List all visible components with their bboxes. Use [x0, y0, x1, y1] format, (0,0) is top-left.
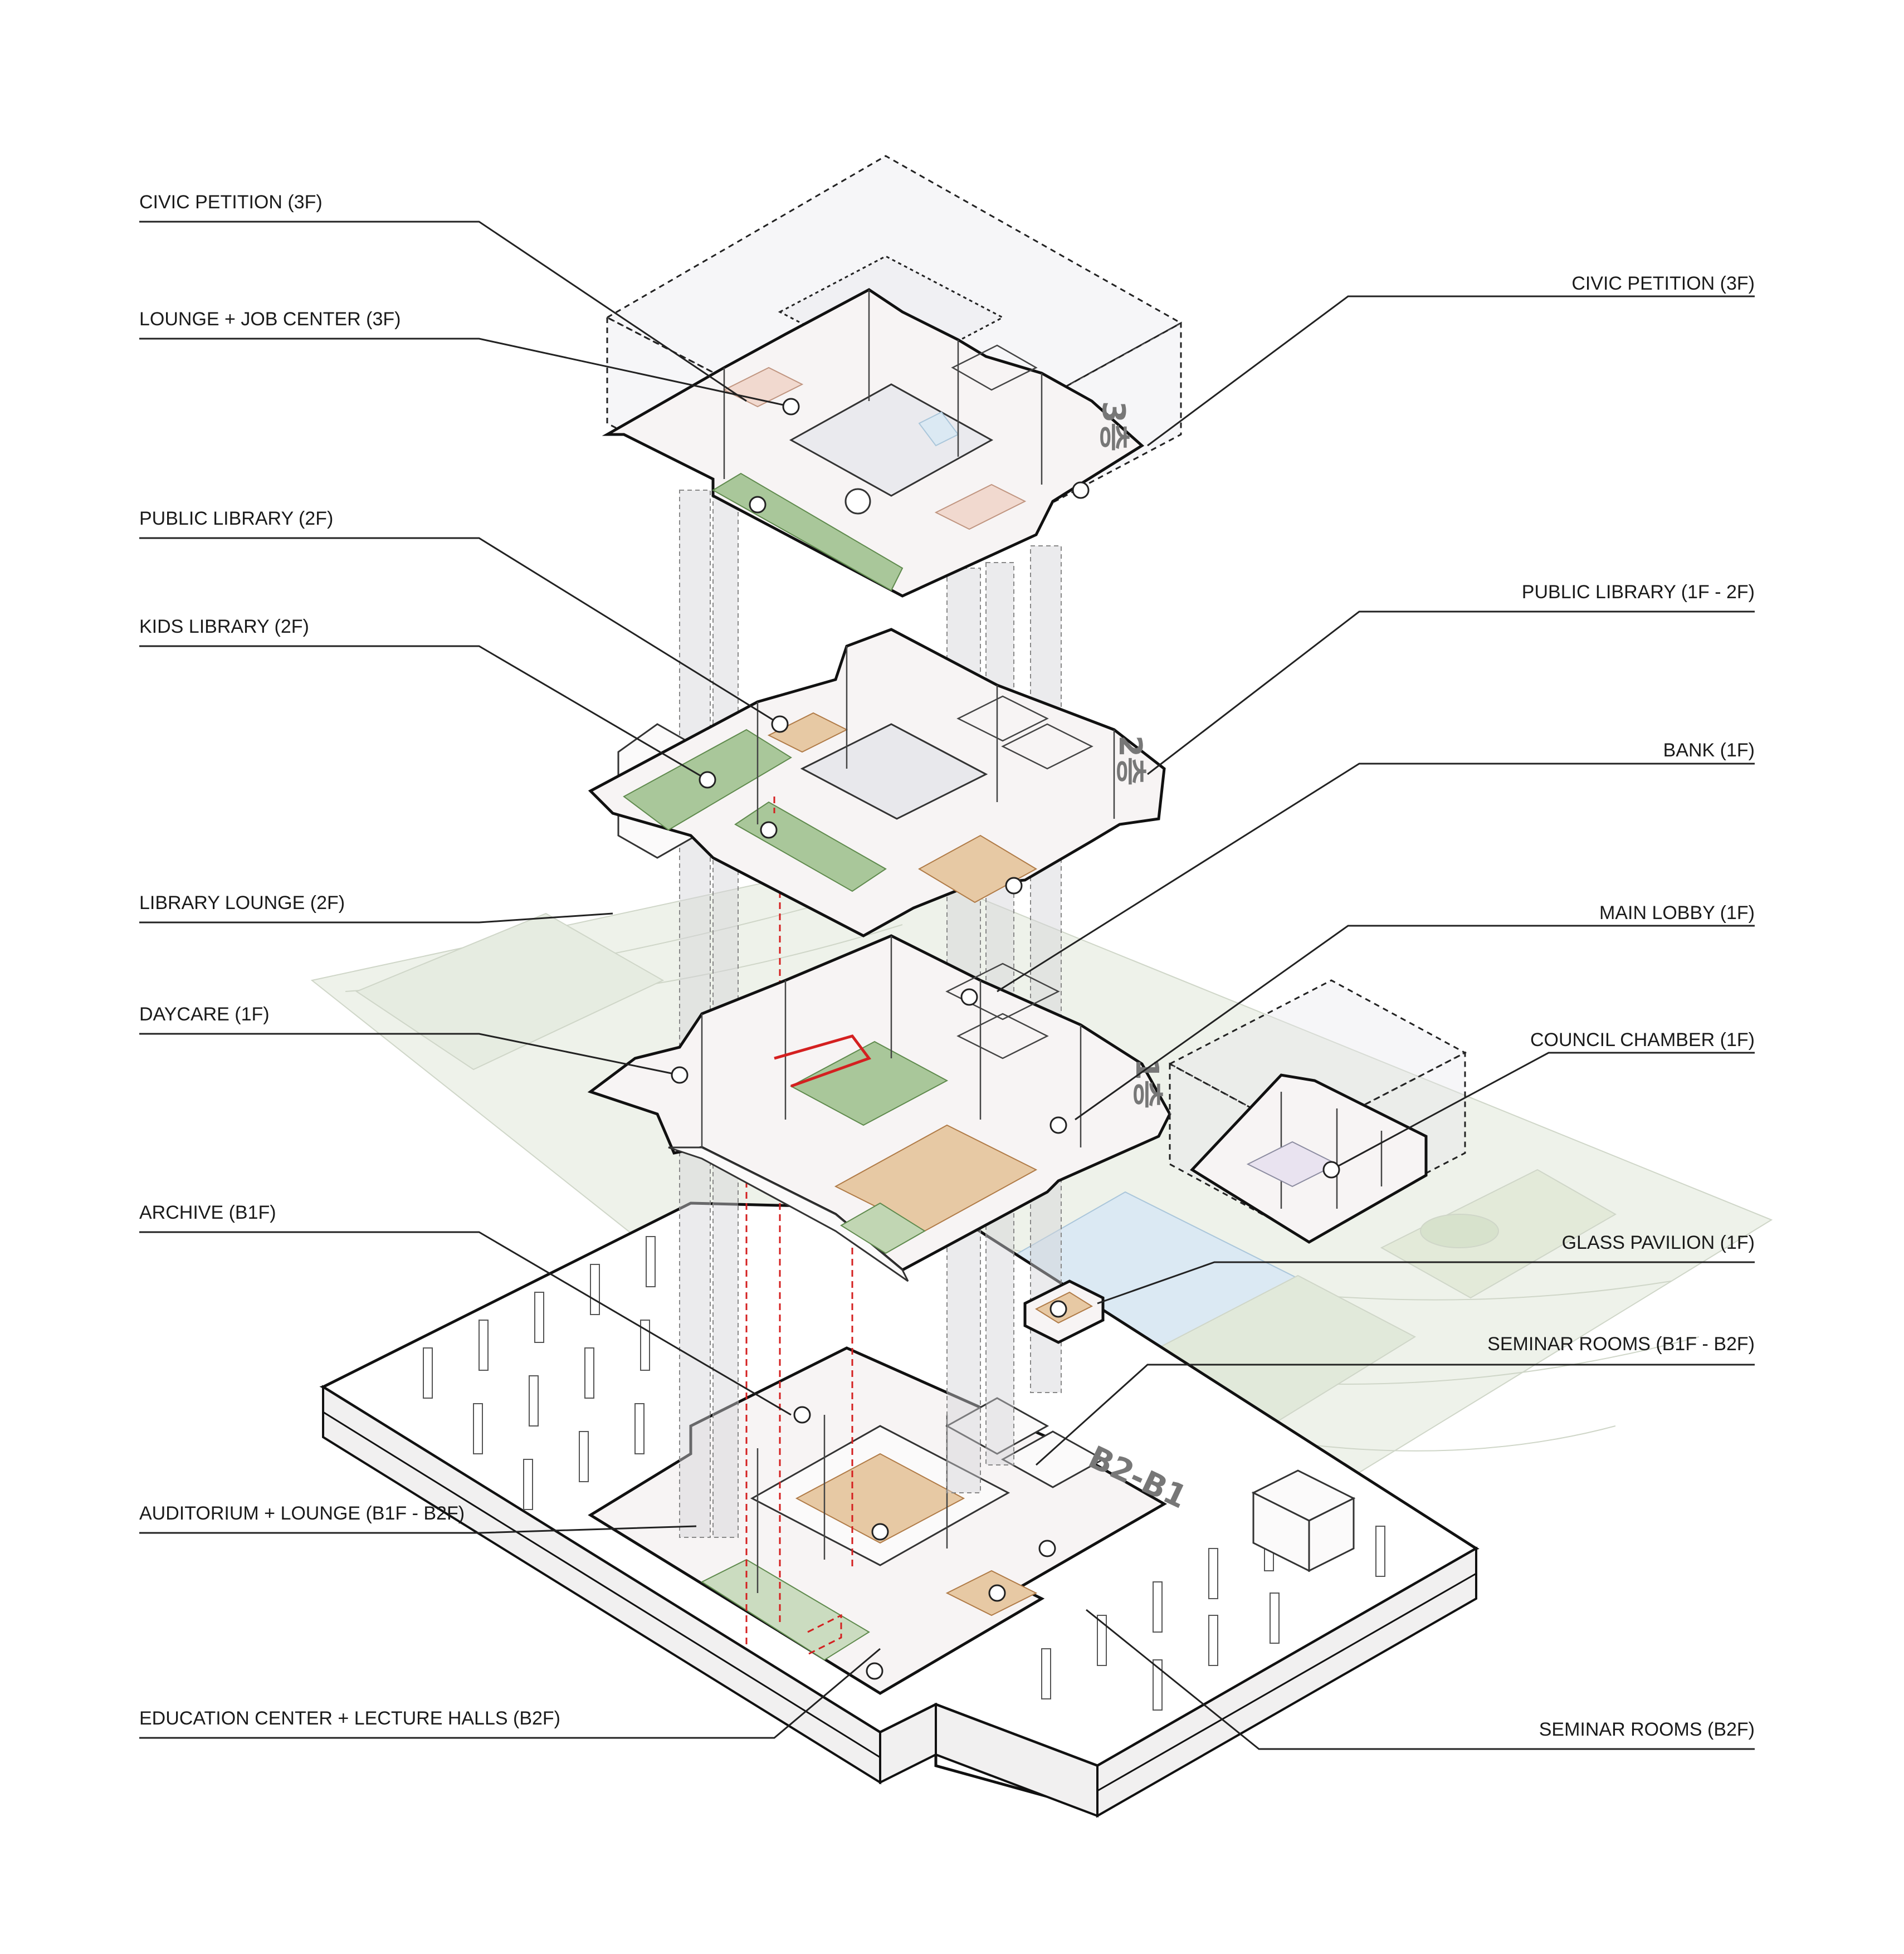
floor-tag-second: 2층: [1112, 735, 1148, 786]
label-kids-library-2f: KIDS LIBRARY (2F): [139, 616, 309, 637]
label-lounge-job-center-3f: LOUNGE + JOB CENTER (3F): [139, 309, 401, 330]
label-council-chamber-1f: COUNCIL CHAMBER (1F): [1530, 1029, 1755, 1051]
label-glass-pavilion-1f: GLASS PAVILION (1F): [1562, 1232, 1755, 1253]
council-chamber-block: [1168, 979, 1467, 1244]
label-education-center: EDUCATION CENTER + LECTURE HALLS (B2F): [139, 1708, 560, 1729]
basement-columns: [423, 1236, 1385, 1711]
label-archive-b1f: ARCHIVE (B1F): [139, 1202, 276, 1223]
second-floor-stacks: [917, 834, 1038, 903]
first-floor-courtyard-planting: [789, 1040, 949, 1126]
label-main-lobby-1f: MAIN LOBBY (1F): [1599, 902, 1755, 924]
leader-lines: [139, 221, 1755, 1750]
vertical-cores: [679, 490, 1062, 1649]
floor-tag-third: 3층: [1095, 401, 1131, 452]
label-bank-1f: BANK (1F): [1663, 740, 1755, 761]
site-plaza: [355, 912, 665, 1071]
label-daycare-1f: DAYCARE (1F): [139, 1004, 270, 1025]
basement-level: [319, 1201, 1480, 1818]
label-seminar-rooms-b1f-b2f: SEMINAR ROOMS (B1F - B2F): [1487, 1333, 1755, 1355]
label-pins: [671, 398, 1340, 1680]
floor-tag-first: 1층: [1129, 1058, 1165, 1109]
first-floor-level: 1층: [587, 934, 1171, 1282]
second-floor-level: 2층: [588, 628, 1166, 937]
label-public-library-2f: PUBLIC LIBRARY (2F): [139, 508, 333, 529]
label-library-lounge-2f: LIBRARY LOUNGE (2F): [139, 892, 345, 914]
labels-right: CIVIC PETITION (3F) PUBLIC LIBRARY (1F -…: [1487, 273, 1755, 1740]
label-seminar-rooms-b2f: SEMINAR ROOMS (B2F): [1539, 1719, 1755, 1740]
label-public-library-1f-2f: PUBLIC LIBRARY (1F - 2F): [1522, 582, 1755, 603]
label-civic-petition-3f-right: CIVIC PETITION (3F): [1571, 273, 1755, 294]
site-plane: [310, 857, 1773, 1538]
labels-left: CIVIC PETITION (3F) LOUNGE + JOB CENTER …: [139, 192, 560, 1729]
label-auditorium-lounge: AUDITORIUM + LOUNGE (B1F - B2F): [139, 1503, 465, 1524]
label-civic-petition-3f-left: CIVIC PETITION (3F): [139, 192, 323, 213]
